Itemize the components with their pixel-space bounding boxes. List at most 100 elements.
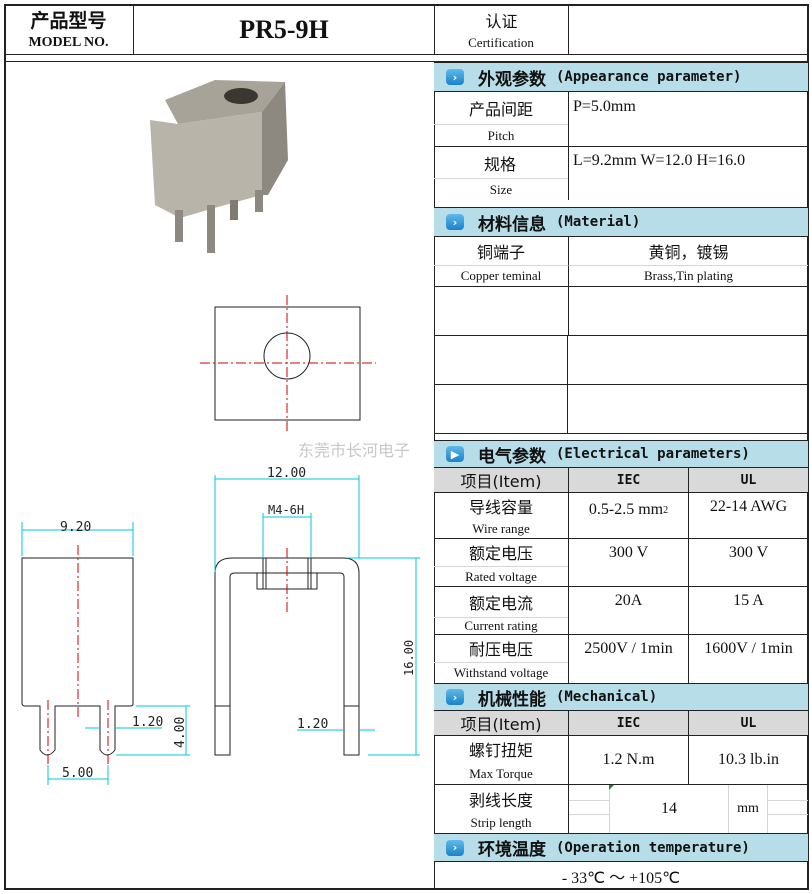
row-divider [434, 634, 808, 635]
cert-value [569, 4, 808, 55]
header-row [4, 4, 809, 55]
section-title-cn: 环境温度 [478, 840, 546, 860]
row-divider [434, 492, 808, 493]
voltage-label-cn: 额定电压 [468, 544, 533, 563]
current-label-en: Current rating [434, 617, 568, 634]
empty-row [434, 286, 808, 336]
col-iec: IEC [568, 468, 688, 492]
chevron-right-icon: › [446, 689, 464, 705]
grid-line [768, 800, 808, 801]
play-icon: ▶ [446, 446, 464, 462]
side-view [21, 545, 134, 765]
pitch-value: P=5.0mm [568, 92, 808, 146]
strip-value: 14 [609, 785, 728, 833]
dim-height: 16.00 [402, 640, 416, 676]
col-divider [568, 784, 569, 833]
dim-width-side: 9.20 [60, 520, 91, 535]
material-value-cn: 黄铜，镀锡 [568, 237, 808, 265]
temperature-value: - 33℃ ～ +105℃ [561, 870, 681, 887]
wire-label-cn: 导线容量 [468, 498, 533, 517]
watermark: 东莞市长河电子 [298, 441, 410, 460]
technical-drawing: 东莞市长河电子 9.20 5.00 1.20 4.00 [21, 80, 420, 785]
strip-label-en: Strip length [470, 815, 532, 830]
chevron-right-icon: › [446, 214, 464, 230]
strip-unit: mm [728, 785, 768, 833]
pitch-label-cn: 产品间距 [468, 100, 533, 119]
row-divider [434, 735, 808, 736]
cert-divider [434, 4, 435, 55]
voltage-ul: 300 V [688, 538, 808, 586]
current-ul: 15 A [688, 586, 808, 634]
section-material: › 材料信息 (Material) [434, 207, 808, 237]
cert-value-divider [568, 4, 569, 55]
current-iec: 20A [568, 586, 688, 634]
size-label-cn: 规格 [434, 146, 808, 178]
col-ul: UL [688, 468, 808, 492]
dim-thickness: 1.20 [297, 717, 328, 732]
section-title-en: (Material) [556, 214, 641, 230]
col-ul: UL [688, 711, 808, 735]
torque-iec: 1.2 N.m [568, 735, 688, 784]
front-dimensions [214, 475, 420, 756]
model-label-cn: 产品型号 [30, 9, 107, 32]
comment-marker [609, 785, 614, 790]
product-photo [150, 80, 288, 253]
model-label-en: MODEL NO. [28, 35, 109, 50]
copper-label-cn: 铜端子 [476, 243, 525, 262]
chevron-right-icon: › [446, 839, 464, 856]
section-title-en: (Electrical parameters) [556, 446, 750, 462]
cert-label-cn: 认证 [434, 6, 568, 34]
wire-iec-sup: 2 [663, 504, 669, 516]
torque-ul: 10.3 lb.in [688, 735, 808, 784]
torque-label-cn: 螺钉扭矩 [468, 741, 533, 760]
col-iec: IEC [568, 711, 688, 735]
dim-pin-width: 1.20 [132, 715, 163, 730]
pitch-label-en: Pitch [434, 124, 568, 146]
size-value: L=9.2mm W=12.0 H=16.0 [568, 147, 808, 200]
section-temperature: › 环境温度 (Operation temperature) [434, 833, 808, 862]
grid-line [569, 814, 609, 815]
section-title-cn: 外观参数 [478, 69, 546, 90]
side-dimensions [21, 522, 190, 785]
section-title-cn: 电气参数 [478, 446, 546, 467]
strip-label-cn: 剥线长度 [468, 791, 533, 810]
empty-row [434, 384, 808, 434]
col-item: 项目(Item) [434, 711, 568, 735]
dim-pin-length: 4.00 [173, 717, 188, 748]
section-appearance: › 外观参数 (Appearance parameter) [434, 62, 808, 92]
section-title-en: (Operation temperature) [556, 839, 750, 856]
voltage-label-en: Rated voltage [434, 566, 568, 586]
voltage-iec: 300 V [568, 538, 688, 586]
row-divider [434, 586, 808, 587]
top-view [200, 295, 376, 432]
row-divider [434, 538, 808, 539]
empty-row [434, 335, 808, 385]
model-value: PR5-9H [133, 4, 434, 55]
section-electrical: ▶ 电气参数 (Electrical parameters) [434, 440, 808, 468]
front-view [214, 548, 360, 756]
section-title-en: (Appearance parameter) [556, 69, 742, 85]
material-value-en: Brass,Tin plating [568, 265, 808, 286]
wire-ul: 22-14 AWG [688, 492, 808, 538]
withstand-ul: 1600V / 1min [688, 634, 808, 683]
withstand-label-en: Withstand voltage [434, 662, 568, 683]
chevron-right-icon: › [446, 69, 464, 85]
row-divider [434, 784, 808, 785]
withstand-iec: 2500V / 1min [568, 634, 688, 683]
outer-frame [4, 4, 809, 890]
section-title-cn: 材料信息 [478, 214, 546, 235]
section-title-en: (Mechanical) [556, 689, 658, 705]
cert-label-en: Certification [468, 35, 534, 50]
wire-label-en: Wire range [472, 521, 530, 536]
section-mechanical: › 机械性能 (Mechanical) [434, 683, 808, 711]
grid-line [569, 800, 609, 801]
section-title-cn: 机械性能 [478, 689, 546, 710]
current-label-cn: 额定电流 [468, 594, 533, 613]
dim-width-front: 12.00 [267, 466, 306, 481]
grid-line [768, 814, 808, 815]
copper-label-en: Copper teminal [434, 265, 568, 286]
wire-iec-value: 0.5-2.5 mm [588, 501, 664, 518]
header-divider [4, 4, 809, 62]
